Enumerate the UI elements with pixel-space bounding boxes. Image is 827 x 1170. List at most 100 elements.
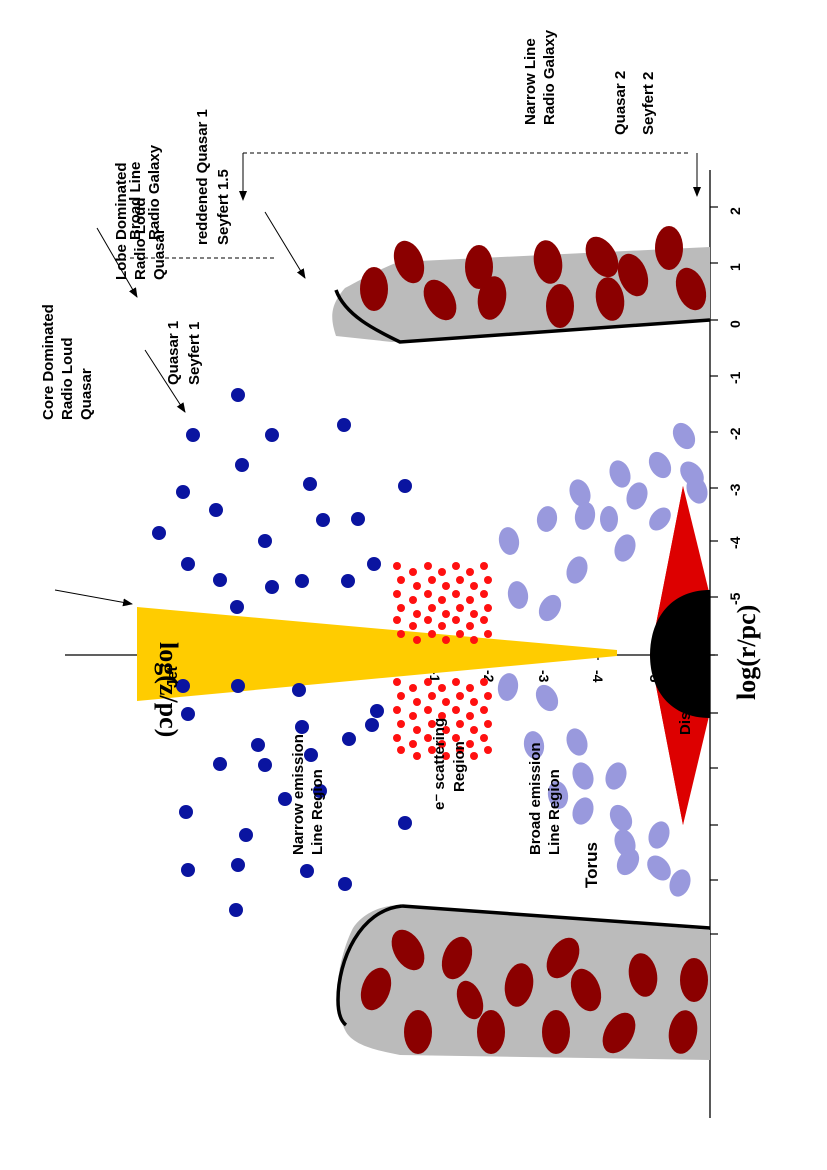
narrow-line-cloud bbox=[316, 513, 330, 527]
narrow-line-cloud bbox=[181, 863, 195, 877]
reddened-line-1: reddened Quasar 1 bbox=[194, 109, 211, 245]
scattering-electron bbox=[442, 726, 450, 734]
broad-line-2: Line Region bbox=[546, 769, 563, 855]
scattering-electron bbox=[484, 746, 492, 754]
scattering-electron bbox=[393, 562, 401, 570]
core-line-2: Radio Loud bbox=[59, 338, 76, 421]
torus-cloud bbox=[477, 1010, 505, 1054]
torus-cloud bbox=[404, 1010, 432, 1054]
broad-line-cloud bbox=[600, 506, 618, 532]
narrow-line-cloud bbox=[230, 600, 244, 614]
scattering-electron bbox=[428, 576, 436, 584]
scattering-electron bbox=[466, 684, 474, 692]
lobe-line-3: Quasar bbox=[151, 228, 168, 280]
broad-line-cloud bbox=[538, 594, 562, 622]
scattering-electron bbox=[470, 582, 478, 590]
narrow-line-cloud bbox=[351, 512, 365, 526]
scattering-electron bbox=[480, 616, 488, 624]
scattering-electron bbox=[466, 568, 474, 576]
scattering-electron bbox=[409, 622, 417, 630]
narrow-line-cloud bbox=[179, 805, 193, 819]
narrow-line-cloud bbox=[304, 748, 318, 762]
narrow-line-cloud bbox=[251, 738, 265, 752]
label-quasar1: Quasar 1 Seyfert 1 bbox=[165, 321, 203, 385]
label-nlrg: Narrow Line Radio Galaxy bbox=[522, 29, 558, 125]
narrow-line-cloud bbox=[278, 792, 292, 806]
scattering-electron bbox=[413, 636, 421, 644]
scattering-electron bbox=[442, 752, 450, 760]
escatter-line-2: Region bbox=[451, 741, 468, 792]
scattering-electron bbox=[409, 596, 417, 604]
broad-line-cloud bbox=[647, 855, 671, 881]
narrow-line-cloud bbox=[231, 679, 245, 693]
r-tick-label: -1 bbox=[727, 371, 743, 384]
label-e-scattering: e⁻ scattering Region bbox=[431, 718, 468, 810]
broad-line-cloud bbox=[535, 684, 559, 712]
narrow-line-cloud bbox=[239, 828, 253, 842]
broad-line-cloud bbox=[569, 479, 591, 507]
broad-line-cloud bbox=[672, 422, 696, 450]
scattering-electron bbox=[456, 604, 464, 612]
torus-cloud bbox=[360, 267, 388, 311]
broad-line-cloud bbox=[572, 762, 594, 790]
label-narrow-region: Narrow emission Line Region bbox=[290, 734, 326, 855]
r-tick-label: -5 bbox=[727, 592, 743, 605]
label-quasar2: Quasar 2 Seyfert 2 bbox=[612, 71, 657, 135]
nlrg-line-1: Narrow Line bbox=[522, 38, 539, 125]
broad-line-cloud bbox=[609, 804, 633, 832]
scattering-electron bbox=[409, 712, 417, 720]
scattering-electron bbox=[424, 616, 432, 624]
scattering-electron bbox=[456, 576, 464, 584]
scattering-electron bbox=[409, 568, 417, 576]
broad-line-cloud bbox=[605, 762, 627, 790]
torus-cloud bbox=[570, 968, 602, 1012]
torus-top bbox=[332, 247, 710, 342]
core-line-3: Quasar bbox=[78, 368, 95, 420]
broad-line-cloud bbox=[614, 534, 636, 562]
scattering-electron bbox=[442, 610, 450, 618]
broad-line-cloud bbox=[523, 731, 545, 759]
r-axis-label: log(r/pc) bbox=[732, 605, 761, 700]
scattering-electron bbox=[480, 590, 488, 598]
scattering-electron bbox=[393, 616, 401, 624]
torus-cloud bbox=[393, 240, 425, 284]
scattering-electron bbox=[452, 590, 460, 598]
scattering-electron bbox=[397, 692, 405, 700]
broad-line-cloud bbox=[566, 728, 588, 756]
torus-bottom-edge bbox=[336, 904, 403, 1027]
narrow-line-cloud bbox=[231, 388, 245, 402]
reddened-line-2: Seyfert 1.5 bbox=[215, 169, 232, 245]
narrow-line-clouds bbox=[152, 388, 412, 917]
broad-line-cloud bbox=[547, 781, 569, 809]
torus-cloud bbox=[546, 937, 580, 979]
torus-top-edge bbox=[334, 289, 711, 344]
narrow-line-cloud bbox=[181, 557, 195, 571]
r-tick-label: 1 bbox=[727, 263, 743, 271]
scattering-electron bbox=[438, 684, 446, 692]
torus-cloud bbox=[628, 953, 658, 997]
torus-bottom-inner-edge bbox=[401, 904, 711, 930]
broad-line-cloud bbox=[648, 451, 672, 479]
scattering-electron bbox=[409, 684, 417, 692]
scattering-electron bbox=[424, 706, 432, 714]
blrg-line-2: Radio Galaxy bbox=[146, 144, 163, 240]
narrow-line-cloud bbox=[235, 458, 249, 472]
arrow-lobe-dominated bbox=[144, 349, 186, 413]
scattering-electron bbox=[428, 692, 436, 700]
scattering-electron bbox=[470, 636, 478, 644]
jet bbox=[137, 607, 617, 701]
scattering-electron bbox=[452, 678, 460, 686]
scattering-electron bbox=[438, 712, 446, 720]
broad-line-cloud bbox=[609, 460, 631, 488]
scattering-electron bbox=[452, 706, 460, 714]
narrow-line-cloud bbox=[337, 418, 351, 432]
torus-cloud bbox=[456, 980, 484, 1020]
narrow-line-cloud bbox=[295, 720, 309, 734]
z-tick-label: -4 bbox=[590, 670, 606, 683]
torus-cloud bbox=[542, 1010, 570, 1054]
narrow-line-cloud bbox=[213, 573, 227, 587]
broad-line-cloud bbox=[572, 797, 594, 825]
narrow-line-cloud bbox=[186, 428, 200, 442]
torus-cloud bbox=[360, 967, 392, 1011]
scattering-electron bbox=[413, 752, 421, 760]
